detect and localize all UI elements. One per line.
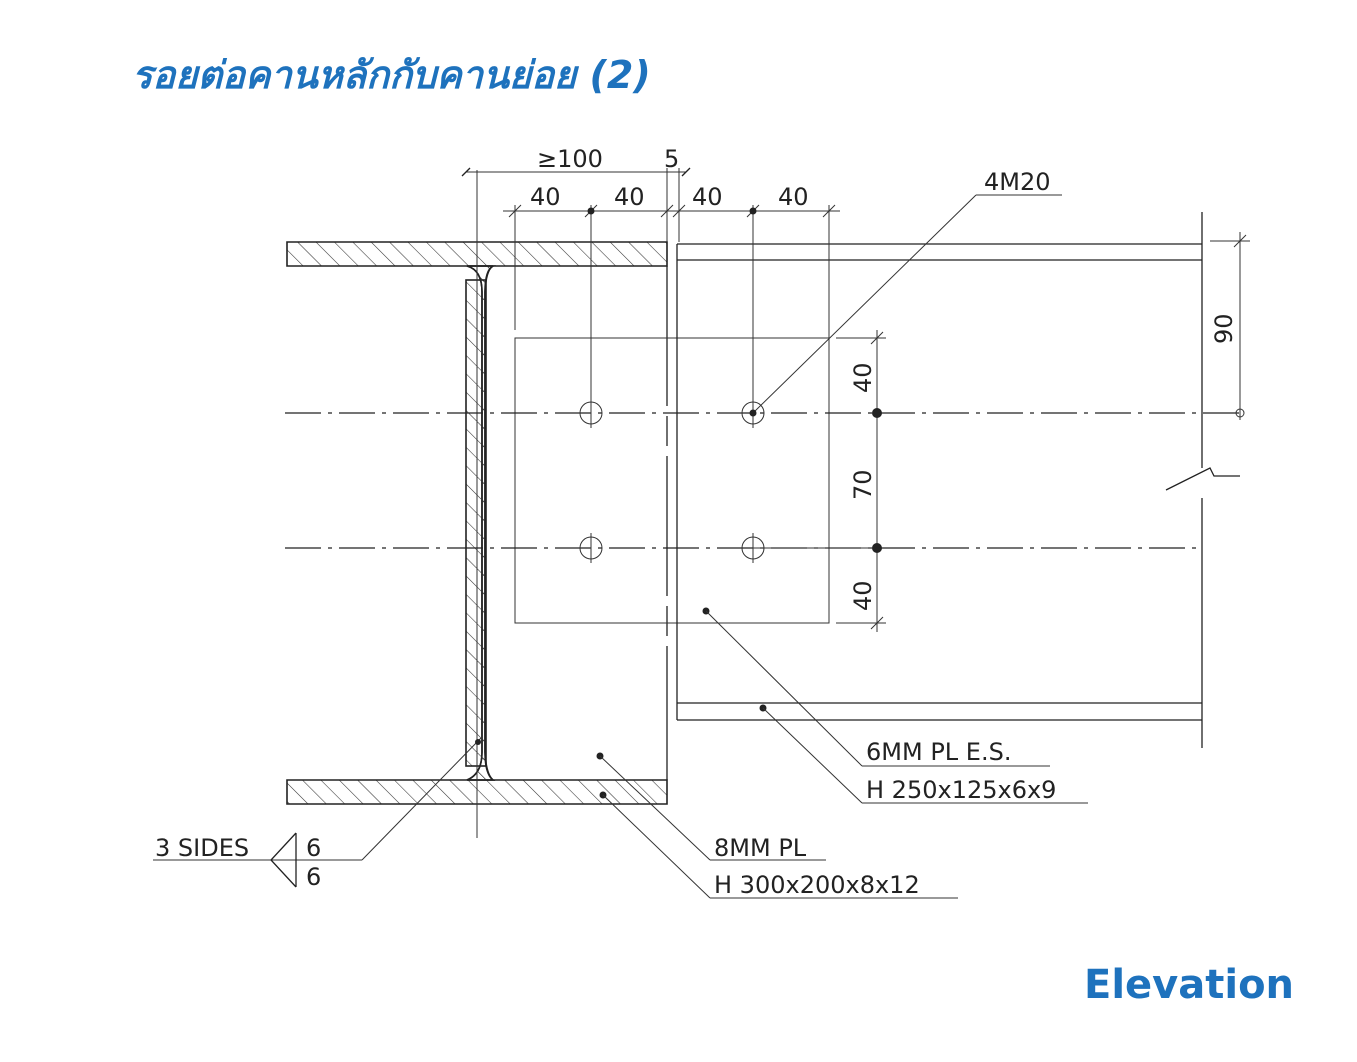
vertical-dimensions: 40 70 40 — [836, 330, 886, 632]
main-beam-web-fill — [465, 279, 487, 767]
end-plate-outline — [514, 337, 830, 624]
dim-top-40-a: 40 — [530, 183, 561, 211]
dim-top-total: ≥100 — [537, 145, 603, 173]
dim-vert-70: 70 — [849, 469, 877, 500]
callout-main-beam-label: H 300x200x8x12 — [714, 871, 920, 899]
dim-vert-40-top: 40 — [849, 362, 877, 393]
dim-side-90: 90 — [1210, 313, 1238, 344]
dim-top-40-c: 40 — [692, 183, 723, 211]
dim-top-40-b: 40 — [614, 183, 645, 211]
callout-end-plate-label: 6MM PL E.S. — [866, 738, 1011, 766]
callout-stiffener-plate-label: 8MM PL — [714, 834, 807, 862]
break-line — [1165, 467, 1240, 491]
callout-bolts: 4M20 — [749, 168, 1062, 417]
dim-gap: 5 — [664, 145, 679, 173]
weld-label: 3 SIDES — [155, 834, 249, 862]
callout-end-plate: 6MM PL E.S. — [702, 607, 1050, 767]
right-dimension: 90 — [1210, 232, 1250, 420]
callout-secondary-beam-label: H 250x125x6x9 — [866, 776, 1056, 804]
view-name-label: Elevation — [1084, 962, 1295, 1008]
callout-main-beam: H 300x200x8x12 — [599, 791, 958, 899]
callout-stiffener-plate: 8MM PL — [596, 752, 826, 862]
top-dimensions: ≥100 5 40 40 40 40 — [461, 145, 840, 218]
page-title: รอยต่อคานหลักกับคานย่อย (2) — [132, 53, 651, 97]
bolt — [579, 533, 603, 563]
callout-bolts-label: 4M20 — [984, 168, 1051, 196]
weld-size-bottom: 6 — [306, 863, 321, 891]
bolt-group — [579, 398, 765, 563]
dim-top-40-d: 40 — [778, 183, 809, 211]
callout-secondary-beam: H 250x125x6x9 — [759, 704, 1088, 804]
secondary-beam — [676, 212, 1240, 748]
weld-size-top: 6 — [306, 834, 321, 862]
dim-vert-40-bottom: 40 — [849, 580, 877, 611]
weld-symbol: 3 SIDES 6 6 — [153, 737, 482, 891]
